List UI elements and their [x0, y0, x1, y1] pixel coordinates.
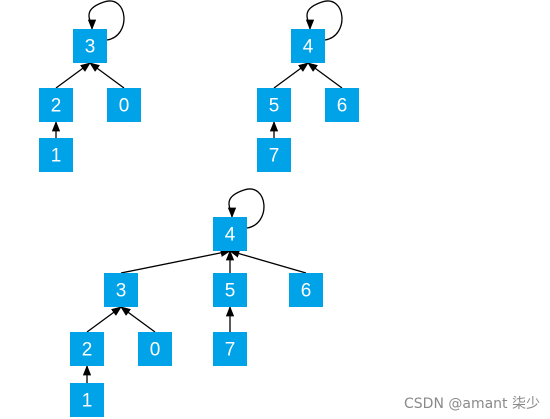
node-box: [213, 217, 247, 251]
node-b4: 4: [291, 29, 325, 63]
node-label: 3: [116, 281, 127, 302]
self-loop-a3: [87, 0, 125, 41]
node-label: 6: [337, 96, 348, 117]
node-label: 5: [225, 281, 236, 302]
edge-c6-to-c4: [229, 249, 307, 274]
edge-a0-to-a3: [89, 62, 125, 89]
edge-c0-to-c3: [120, 306, 156, 333]
node-label: 0: [119, 96, 130, 117]
node-c5: 5: [213, 273, 247, 307]
node-label: 3: [85, 37, 96, 58]
node-a0: 0: [107, 88, 141, 122]
node-c3: 3: [104, 273, 138, 307]
node-b6: 6: [325, 88, 359, 122]
node-c2: 2: [70, 332, 104, 366]
nodes-layer: 3 2 0 1 4 5 6 7 4 3 5 6 2 0 7 1: [39, 29, 359, 417]
node-label: 0: [150, 340, 161, 361]
node-box: [257, 138, 291, 172]
node-label: 2: [82, 340, 93, 361]
node-label: 4: [225, 225, 236, 246]
self-loop-c4: [227, 188, 265, 229]
self-loop-b4: [305, 0, 343, 41]
node-b7: 7: [257, 138, 291, 172]
node-label: 6: [301, 281, 312, 302]
node-box: [138, 332, 172, 366]
node-box: [291, 29, 325, 63]
node-label: 1: [51, 146, 62, 167]
node-box: [70, 332, 104, 366]
node-a3: 3: [73, 29, 107, 63]
node-box: [104, 273, 138, 307]
edge-b6-to-b4: [307, 62, 343, 89]
edges-layer: [51, 0, 343, 383]
node-c0: 0: [138, 332, 172, 366]
node-box: [257, 88, 291, 122]
node-box: [289, 273, 323, 307]
node-box: [325, 88, 359, 122]
node-c7: 7: [213, 332, 247, 366]
edge-b5-to-b4: [273, 62, 309, 89]
node-box: [70, 383, 104, 417]
node-box: [39, 88, 73, 122]
node-box: [39, 138, 73, 172]
node-box: [213, 273, 247, 307]
edge-c2-to-c3: [86, 306, 122, 333]
node-box: [73, 29, 107, 63]
node-b5: 5: [257, 88, 291, 122]
node-a1: 1: [39, 138, 73, 172]
edge-a2-to-a3: [55, 62, 91, 89]
node-label: 5: [269, 96, 280, 117]
node-box: [107, 88, 141, 122]
node-c6: 6: [289, 273, 323, 307]
node-a2: 2: [39, 88, 73, 122]
node-label: 1: [82, 391, 93, 412]
watermark: CSDN @amant 柒少: [404, 396, 540, 412]
node-label: 2: [51, 96, 62, 117]
node-label: 7: [225, 340, 236, 361]
node-c1: 1: [70, 383, 104, 417]
edge-c3-to-c4: [120, 248, 232, 274]
node-c4: 4: [213, 217, 247, 251]
node-label: 4: [303, 37, 314, 58]
node-label: 7: [269, 146, 280, 167]
node-box: [213, 332, 247, 366]
